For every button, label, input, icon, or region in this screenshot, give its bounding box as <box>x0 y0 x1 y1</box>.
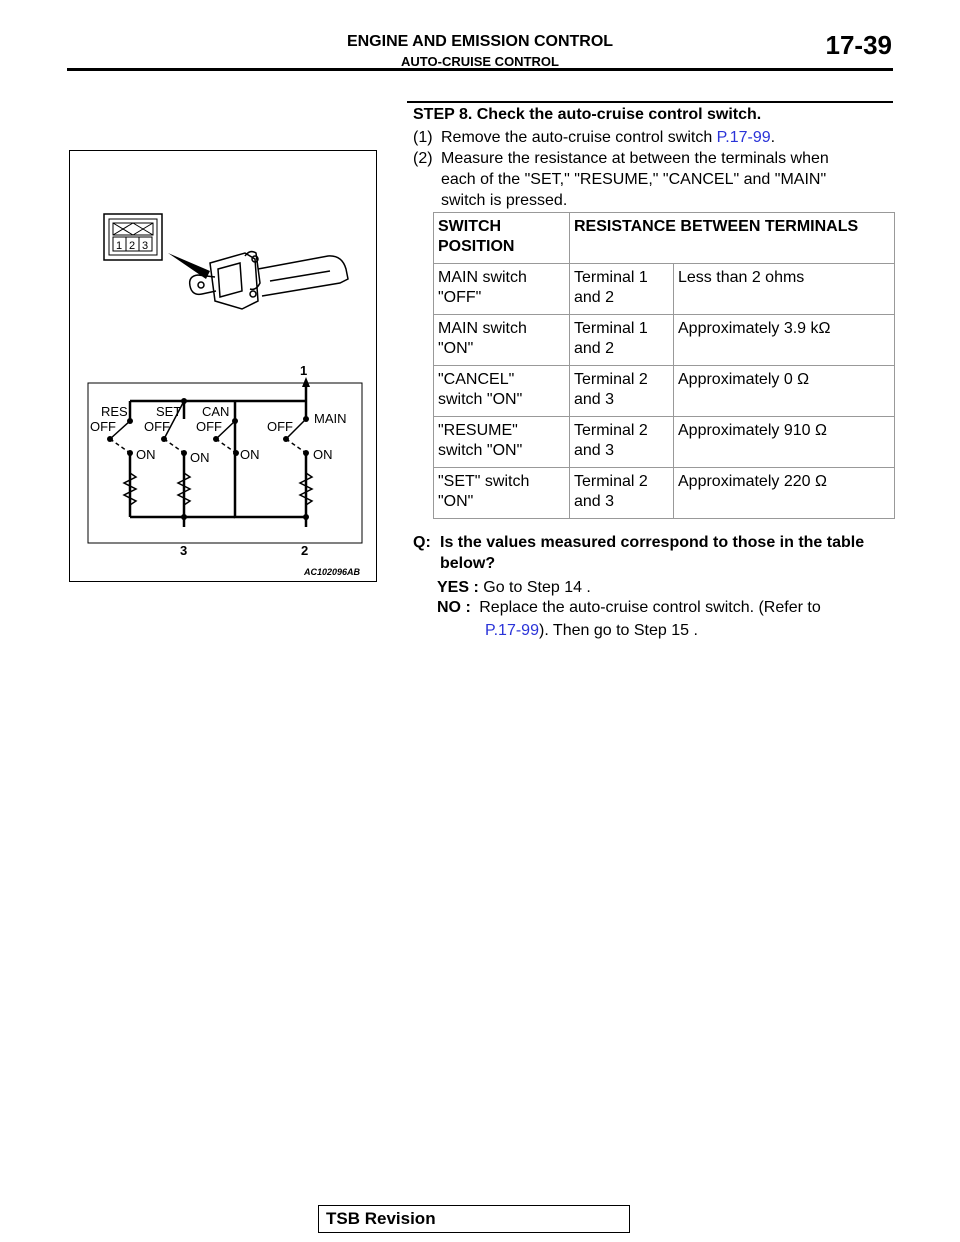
cell-value: Approximately 3.9 kΩ <box>673 314 895 366</box>
no-label: NO : <box>437 599 471 616</box>
item-text-line: each of the "SET," "RESUME," "CANCEL" an… <box>441 171 827 188</box>
cell-value: Less than 2 ohms <box>673 263 895 315</box>
terminal-2-label: 2 <box>301 543 308 558</box>
no-text: Replace the auto-cruise control switch. … <box>479 599 821 616</box>
label-main-on: ON <box>313 447 333 462</box>
label-set: SET <box>156 404 181 419</box>
terminal-3-label: 3 <box>180 543 187 558</box>
item-suffix: . <box>770 129 776 146</box>
cell-value: Approximately 910 Ω <box>673 416 895 468</box>
terminal-1-label: 1 <box>300 363 307 378</box>
label-can: CAN <box>202 404 229 419</box>
label-main: MAIN <box>314 411 347 426</box>
switch-circuit-figure: 1 2 3 <box>69 150 377 582</box>
terminal-arrow-icon <box>302 377 310 387</box>
item-text-line: Measure the resistance at between the te… <box>441 150 829 167</box>
question-line: Is the values measured correspond to tho… <box>440 534 865 551</box>
question-line: below? <box>440 555 496 572</box>
connector-pin-1: 1 <box>116 240 122 252</box>
cell-value: Approximately 0 Ω <box>673 365 895 417</box>
tsb-revision-label: TSB Revision <box>326 1209 436 1228</box>
label-res: RES <box>101 404 128 419</box>
item-number: (1) <box>413 129 433 146</box>
resistor-icons <box>122 472 314 506</box>
cruise-switch-stalk-illustration <box>188 250 349 310</box>
circuit-diagram: 1 2 3 <box>87 213 363 577</box>
label-main-off: OFF <box>267 419 293 434</box>
no-answer: NO : Replace the auto-cruise control swi… <box>437 597 821 618</box>
connector-pin-3: 3 <box>142 240 148 252</box>
cell-position: "CANCEL"switch "ON" <box>433 365 570 417</box>
step-title: STEP 8. Check the auto-cruise control sw… <box>413 106 762 123</box>
label-can-on: ON <box>240 447 260 462</box>
header-resistance: RESISTANCE BETWEEN TERMINALS <box>569 212 895 264</box>
cell-position: "SET" switch"ON" <box>433 467 570 519</box>
page-link[interactable]: P.17-99 <box>716 129 771 146</box>
connector-icon: 1 2 3 <box>103 213 163 261</box>
item-text-line: switch is pressed. <box>441 192 568 209</box>
page-link[interactable]: P.17-99 <box>485 622 539 639</box>
step-rule <box>407 101 893 103</box>
pointer-arrow <box>168 253 210 279</box>
label-set-off: OFF <box>144 419 170 434</box>
cell-position: "RESUME"switch "ON" <box>433 416 570 468</box>
figure-code: AC102096AB <box>303 567 361 577</box>
circuit-frame <box>87 382 363 544</box>
label-can-off: OFF <box>196 419 222 434</box>
no-answer-cont: P.17-99). Then go to Step 15 . <box>485 620 698 641</box>
item-text: Remove the auto-cruise control switch <box>441 129 717 146</box>
subsection-title: AUTO-CRUISE CONTROL <box>401 54 559 69</box>
yes-answer: YES : Go to Step 14 . <box>437 577 591 598</box>
cell-value: Approximately 220 Ω <box>673 467 895 519</box>
question-label: Q: <box>413 534 431 551</box>
connector-pin-2: 2 <box>129 240 135 252</box>
label-res-off: OFF <box>90 419 116 434</box>
yes-text: Go to Step 14 . <box>483 579 591 596</box>
tsb-revision-box: TSB Revision <box>318 1205 630 1233</box>
page-number: 17-39 <box>825 30 893 60</box>
section-title: ENGINE AND EMISSION CONTROL <box>346 33 614 50</box>
label-set-on: ON <box>190 450 210 465</box>
cell-position: MAIN switch"OFF" <box>433 263 570 315</box>
header-rule <box>67 68 893 71</box>
yes-label: YES : <box>437 579 479 596</box>
label-res-on: ON <box>136 447 156 462</box>
cell-position: MAIN switch"ON" <box>433 314 570 366</box>
item-number: (2) <box>413 150 433 167</box>
no-text-after: ). Then go to Step 15 . <box>538 622 698 639</box>
